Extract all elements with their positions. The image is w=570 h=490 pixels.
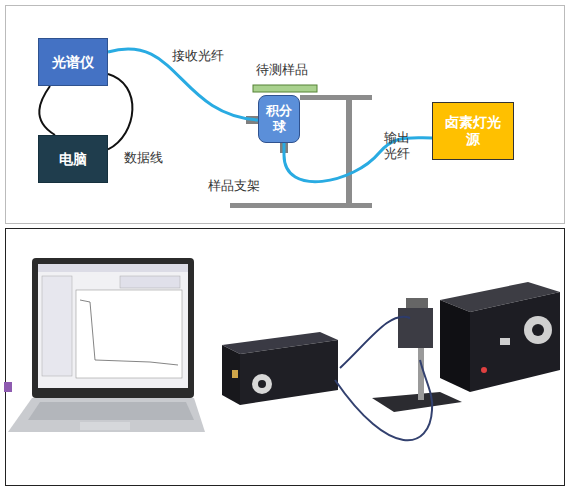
- integrating-sphere: 积分球: [258, 95, 300, 143]
- spectrometer-photo: [222, 332, 338, 405]
- sample-plate: [253, 85, 317, 92]
- node-text: 光谱仪: [52, 54, 94, 71]
- cable-connector: [108, 49, 258, 120]
- photo-panel: [6, 229, 565, 486]
- node-text: 卤素灯光源: [443, 114, 503, 148]
- spectrometer-box: 光谱仪: [38, 38, 108, 86]
- edge-label: 接收光纤: [172, 48, 224, 64]
- lamp-photo: [335, 282, 560, 440]
- node-text: 积分球: [265, 103, 293, 134]
- part-label: 样品支架: [208, 178, 260, 194]
- light-source-box: 卤素灯光源: [432, 102, 514, 160]
- top-panel: [6, 6, 565, 224]
- computer-box: 电脑: [38, 135, 108, 183]
- part-label: 待测样品: [256, 62, 308, 78]
- data-cable: [39, 86, 55, 135]
- laptop-photo: [4, 258, 205, 432]
- edge-label: 数据线: [124, 150, 163, 166]
- cable-connector: [108, 74, 132, 149]
- node-text: 电脑: [59, 151, 87, 168]
- edge-label: 输出 光纤: [384, 130, 412, 161]
